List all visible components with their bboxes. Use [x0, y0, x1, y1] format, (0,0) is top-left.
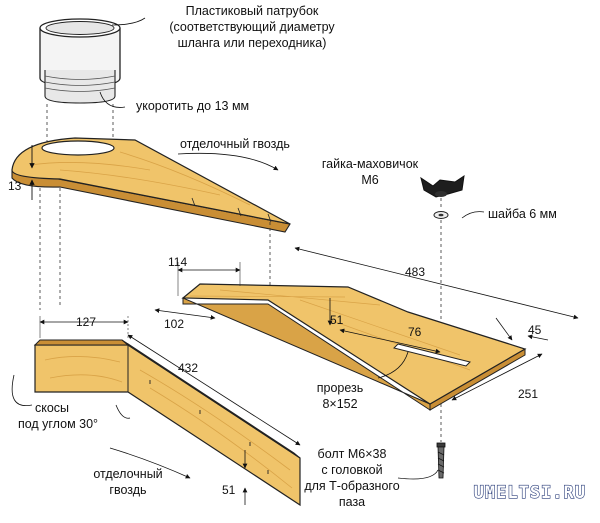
dim-13: 13 [8, 179, 22, 193]
dim-483: 483 [405, 265, 425, 279]
label-slot-1: прорезь [317, 381, 364, 395]
label-bevel-2: под углом 30° [18, 417, 98, 431]
label-pipe-3: шланга или переходника) [178, 36, 327, 50]
dim-251: 251 [518, 387, 538, 401]
leader-nail-top [177, 152, 279, 171]
top-plate [11, 137, 291, 233]
label-wingnut-1: гайка-маховичок [322, 157, 419, 171]
label-shorten: укоротить до 13 мм [136, 99, 249, 113]
plastic-pipe [39, 18, 121, 104]
label-bolt-4: паза [339, 495, 365, 509]
leader-slot [377, 351, 409, 379]
watermark: UMELTSI.RU [474, 483, 586, 503]
leader-pipe [111, 17, 146, 26]
dim-51-bottom: 51 [222, 483, 236, 497]
washer [433, 211, 449, 219]
wing-nut [420, 174, 465, 198]
label-slot-2: 8×152 [322, 397, 357, 411]
label-wingnut-2: М6 [361, 173, 378, 187]
label-nail-top: отделочный гвоздь [180, 137, 290, 151]
leader-shorten [99, 91, 126, 108]
dim-45: 45 [528, 323, 542, 337]
dim-102: 102 [164, 317, 184, 331]
dim-127: 127 [76, 315, 96, 329]
leader-bevel-right [115, 404, 131, 419]
label-nail-bottom-1: отделочный [93, 467, 162, 481]
leader-bevel-left [11, 374, 33, 407]
leader-bolt [397, 469, 439, 480]
label-bolt-3: для Т-образного [304, 479, 399, 493]
label-washer: шайба 6 мм [488, 207, 557, 221]
label-pipe-2: (соответствующий диаметру [169, 20, 335, 34]
label-bolt-2: с головкой [321, 463, 382, 477]
dim-114: 114 [168, 255, 187, 269]
leader-nail-bottom [109, 447, 191, 479]
label-bevel-1: скосы [35, 401, 69, 415]
label-nail-bottom-2: гвоздь [109, 483, 146, 497]
t-bolt [436, 442, 446, 479]
leader-washer [461, 211, 485, 219]
dim-432: 432 [178, 361, 198, 375]
dim-76: 76 [408, 325, 422, 339]
dim-51-mid: 51 [330, 313, 344, 327]
label-bolt-1: болт М6×38 [318, 447, 387, 461]
label-pipe-1: Пластиковый патрубок [186, 4, 319, 18]
